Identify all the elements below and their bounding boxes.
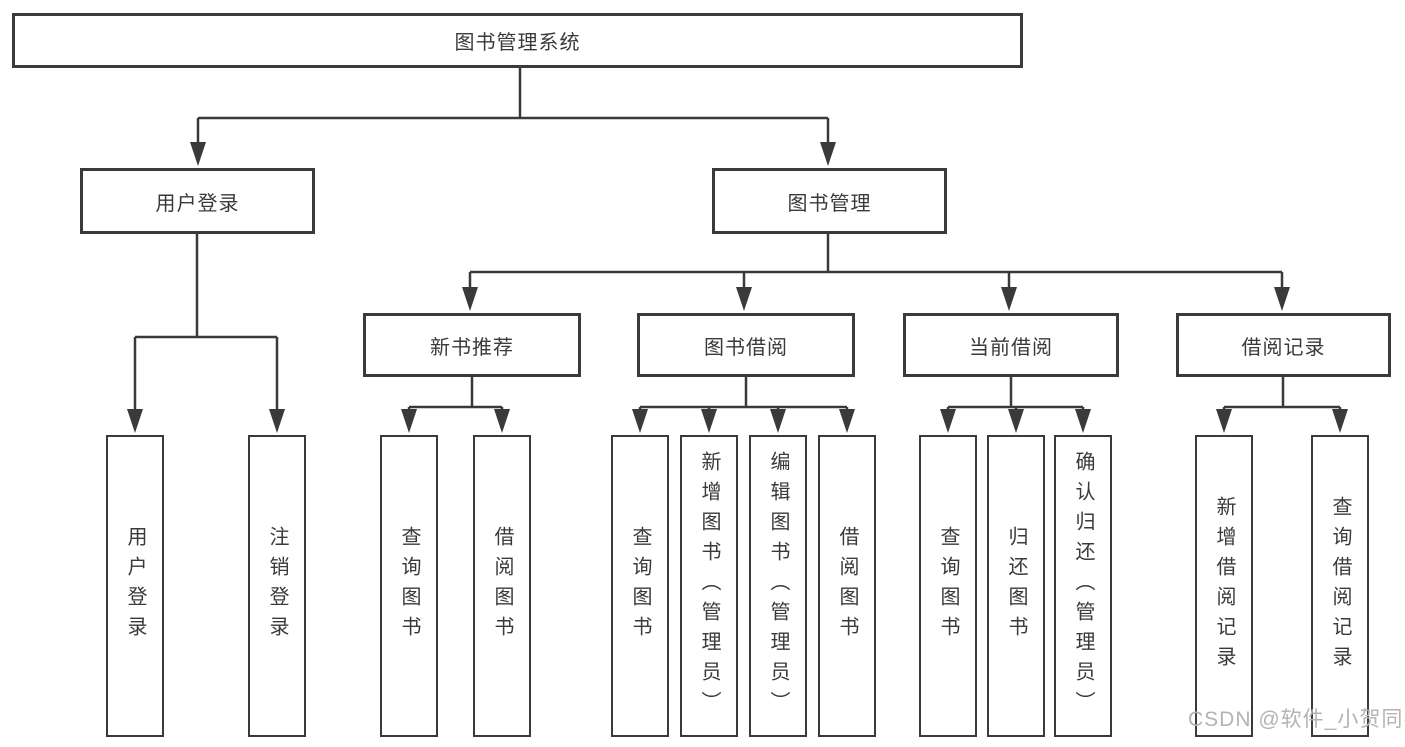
leaf-edit-book-admin-label: 编辑图书（管理员）: [767, 451, 789, 721]
node-current-borrowing: 当前借阅: [903, 313, 1119, 377]
node-new-book-recommend: 新书推荐: [363, 313, 581, 377]
leaf-borrow-books-recommend: 借阅图书: [473, 435, 531, 737]
node-new-book-recommend-label: 新书推荐: [430, 336, 514, 359]
node-borrowing-records-label: 借阅记录: [1241, 336, 1326, 359]
leaf-confirm-return-admin: 确认归还（管理员）: [1054, 435, 1112, 737]
leaf-query-books-borrowing: 查询图书: [611, 435, 669, 737]
node-current-borrowing-label: 当前借阅: [969, 336, 1053, 359]
node-book-borrowing-label: 图书借阅: [704, 336, 788, 359]
leaf-confirm-return-admin-label: 确认归还（管理员）: [1072, 451, 1094, 721]
leaf-add-book-admin-label: 新增图书（管理员）: [698, 451, 720, 721]
node-book-management: 图书管理: [712, 168, 947, 234]
leaf-logout: 注销登录: [248, 435, 306, 737]
leaf-logout-label: 注销登录: [266, 526, 288, 646]
leaf-return-book-label: 归还图书: [1005, 526, 1027, 646]
csdn-watermark: CSDN @软件_小贺同学: [1188, 708, 1405, 731]
leaf-query-books-recommend-label: 查询图书: [398, 526, 420, 646]
leaf-query-books-current-label: 查询图书: [937, 526, 959, 646]
leaf-user-login-label: 用户登录: [124, 526, 146, 646]
node-user-login-label: 用户登录: [155, 192, 240, 215]
node-user-login: 用户登录: [80, 168, 315, 234]
leaf-edit-book-admin: 编辑图书（管理员）: [749, 435, 807, 737]
leaf-query-books-recommend: 查询图书: [380, 435, 438, 737]
leaf-borrow-books-borrowing: 借阅图书: [818, 435, 876, 737]
leaf-return-book: 归还图书: [987, 435, 1045, 737]
leaf-borrow-books-borrowing-label: 借阅图书: [836, 526, 858, 646]
leaf-add-borrow-record-label: 新增借阅记录: [1213, 496, 1235, 676]
leaf-query-books-borrowing-label: 查询图书: [629, 526, 651, 646]
leaf-user-login: 用户登录: [106, 435, 164, 737]
node-library-system: 图书管理系统: [12, 13, 1023, 68]
leaf-borrow-books-recommend-label: 借阅图书: [491, 526, 513, 646]
leaf-query-books-current: 查询图书: [919, 435, 977, 737]
leaf-add-borrow-record: 新增借阅记录: [1195, 435, 1253, 737]
leaf-query-borrow-record: 查询借阅记录: [1311, 435, 1369, 737]
leaf-add-book-admin: 新增图书（管理员）: [680, 435, 738, 737]
node-borrowing-records: 借阅记录: [1176, 313, 1391, 377]
arrowhead-icons: [127, 142, 1348, 433]
node-book-management-label: 图书管理: [787, 192, 872, 215]
node-library-system-label: 图书管理系统: [454, 32, 581, 54]
leaf-query-borrow-record-label: 查询借阅记录: [1329, 496, 1351, 676]
node-book-borrowing: 图书借阅: [637, 313, 855, 377]
